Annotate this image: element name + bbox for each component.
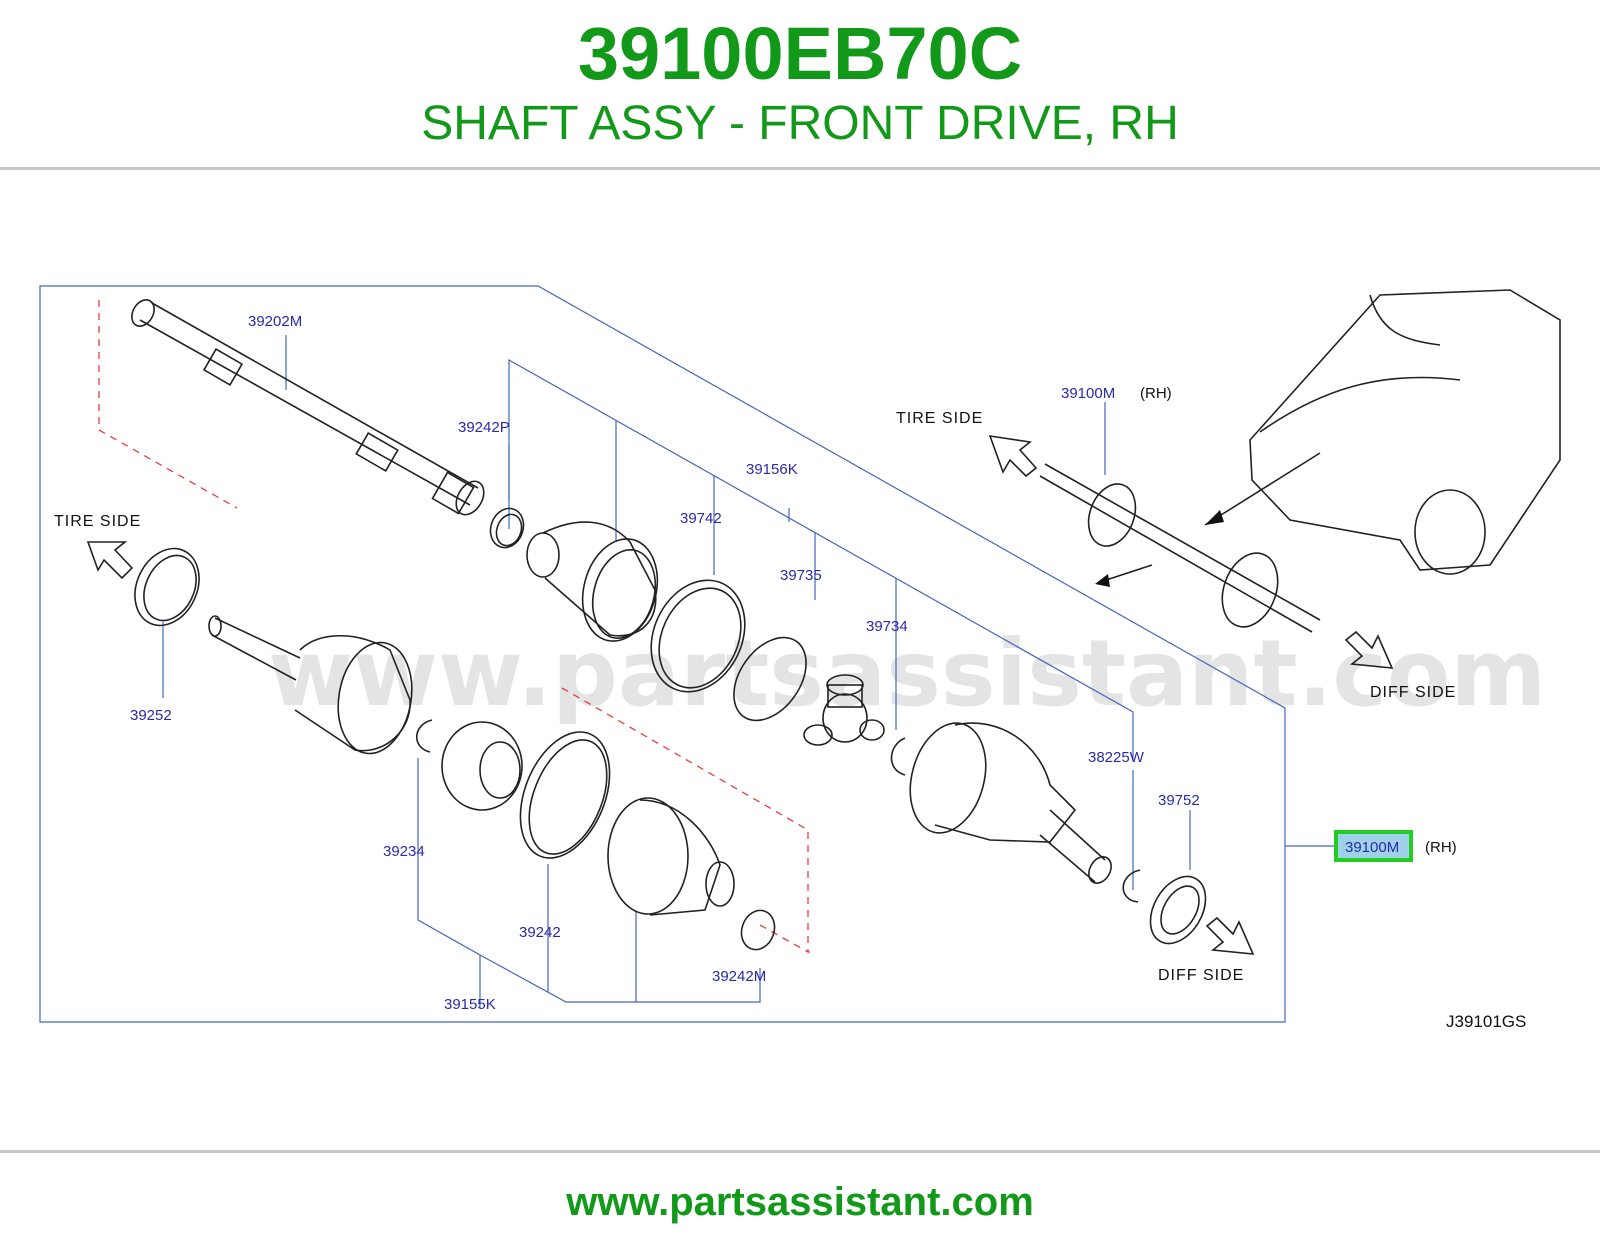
band-39242	[519, 731, 611, 859]
callout-39234[interactable]: 39234	[383, 843, 425, 860]
arrow-diff-side-bottom	[1205, 916, 1255, 955]
diff-side-label-bottom: DIFF SIDE	[1158, 967, 1244, 984]
callout-39100M-top[interactable]: 39100M	[1061, 385, 1115, 402]
diagram-ref-code: J39101GS	[1446, 1012, 1526, 1031]
callout-39100M-main[interactable]: 39100M	[1345, 839, 1399, 856]
part-description: SHAFT ASSY - FRONT DRIVE, RH	[421, 97, 1179, 150]
guide-dash-upper	[98, 300, 238, 509]
boot-lower	[607, 797, 735, 916]
boot-upper	[526, 521, 659, 642]
callout-39242[interactable]: 39242	[519, 924, 561, 941]
band-39242P	[489, 507, 525, 549]
tire-side-label-right: TIRE SIDE	[896, 410, 983, 427]
vehicle-sketch	[1249, 289, 1561, 575]
callout-39742[interactable]: 39742	[680, 510, 722, 527]
inner-race	[441, 721, 523, 811]
callout-39734[interactable]: 39734	[866, 618, 908, 635]
callout-39242P[interactable]: 39242P	[458, 419, 510, 436]
arrow-tire-side-right	[988, 435, 1038, 478]
exploded-parts-diagram: www.partsassistant.com	[39, 285, 1561, 1031]
arrow-to-vehicle	[1204, 452, 1321, 526]
callout-39252[interactable]: 39252	[130, 707, 172, 724]
callout-39156K[interactable]: 39156K	[746, 461, 798, 478]
diff-side-label-right: DIFF SIDE	[1370, 684, 1456, 701]
watermark-text: www.partsassistant.com	[268, 620, 1546, 727]
footer-site-url[interactable]: www.partsassistant.com	[566, 1180, 1034, 1224]
inner-joint-housing	[909, 722, 1112, 884]
circlip-39234	[415, 719, 433, 753]
callout-39242M[interactable]: 39242M	[712, 968, 766, 985]
halfshaft-illustration	[1039, 463, 1321, 633]
shaft-39202M	[131, 299, 485, 516]
guide-dash-lower	[561, 687, 810, 953]
ring-39735	[733, 636, 807, 722]
tire-side-label-left: TIRE SIDE	[54, 513, 141, 530]
kit-39156K-frame	[508, 358, 1134, 760]
rh-label-main: (RH)	[1425, 839, 1457, 856]
snapring-39734	[890, 737, 906, 776]
header: 39100EB70C SHAFT ASSY - FRONT DRIVE, RH	[0, 0, 1600, 170]
assembly-frame	[39, 285, 1286, 1023]
callout-39752[interactable]: 39752	[1158, 792, 1200, 809]
footer-divider	[0, 1150, 1600, 1153]
arrow-diff-side-right	[1344, 630, 1394, 669]
band-39742	[650, 579, 746, 693]
rh-label-top: (RH)	[1140, 385, 1172, 402]
callout-39155K[interactable]: 39155K	[444, 996, 496, 1013]
washer-39752	[1149, 875, 1207, 945]
arrow-tire-side-left	[86, 541, 134, 580]
spider-assembly	[803, 674, 885, 746]
band-39242M	[740, 909, 776, 951]
header-divider	[0, 167, 1600, 170]
seal-39252	[134, 547, 200, 627]
callout-39202M[interactable]: 39202M	[248, 313, 302, 330]
highlight-box-39100M[interactable]	[1334, 830, 1413, 862]
ring-38225W	[1122, 869, 1141, 903]
callout-38225W[interactable]: 38225W	[1088, 749, 1145, 766]
callout-39735[interactable]: 39735	[780, 567, 822, 584]
part-number-title: 39100EB70C	[577, 12, 1023, 95]
outer-joint	[208, 615, 413, 755]
